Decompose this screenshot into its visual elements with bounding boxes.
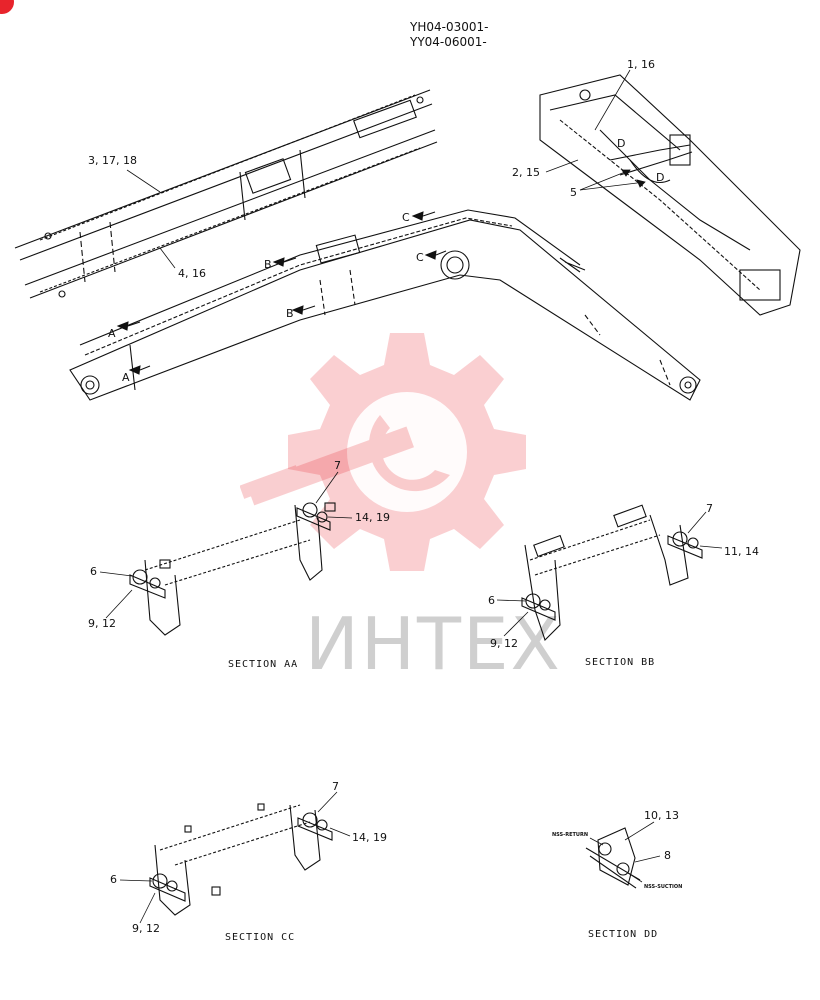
section-marker-d-2: D: [656, 171, 665, 184]
watermark-gear-icon: [240, 333, 526, 571]
aa-callout-9-12: 9, 12: [88, 617, 116, 630]
cc-callout-14-19: 14, 19: [352, 831, 387, 844]
aa-callout-7: 7: [334, 459, 341, 472]
section-marker-b-2: B: [286, 307, 294, 320]
callout-arm-top: 3, 17, 18: [88, 154, 137, 167]
bb-callout-11-14: 11, 14: [724, 545, 759, 558]
bb-callout-7: 7: [706, 502, 713, 515]
hose-label-return: NSS-RETURN: [552, 832, 589, 838]
section-marker-c-1: C: [402, 211, 410, 224]
cc-callout-9-12: 9, 12: [132, 922, 160, 935]
callout-upper-5: 5: [570, 186, 577, 199]
section-marker-a-1: A: [108, 327, 116, 340]
section-aa-caption: SECTION AA: [228, 659, 299, 670]
aa-callout-6: 6: [90, 565, 97, 578]
watermark-text: ИНТЕХ: [305, 602, 562, 686]
dd-callout-10-13: 10, 13: [644, 809, 679, 822]
serial-line-2: YY04-06001-: [410, 35, 487, 49]
hose-label-suction: NSS-SUCTION: [644, 884, 683, 890]
callout-upper-1-16: 1, 16: [627, 58, 655, 71]
cc-callout-7: 7: [332, 780, 339, 793]
section-marker-b-1: B: [264, 258, 272, 271]
section-marker-a-2: A: [122, 371, 130, 384]
callout-arm-bottom: 4, 16: [178, 267, 206, 280]
section-marker-d-1: D: [617, 137, 626, 150]
bb-callout-6: 6: [488, 594, 495, 607]
bb-callout-9-12: 9, 12: [490, 637, 518, 650]
cc-callout-6: 6: [110, 873, 117, 886]
callout-upper-2-15: 2, 15: [512, 166, 540, 179]
section-dd-caption: SECTION DD: [588, 929, 659, 940]
dd-callout-8: 8: [664, 849, 671, 862]
serial-line-1: YH04-03001-: [410, 20, 489, 34]
aa-callout-14-19: 14, 19: [355, 511, 390, 524]
section-cc-caption: SECTION CC: [225, 932, 296, 943]
section-marker-c-2: C: [416, 251, 424, 264]
section-bb-caption: SECTION BB: [585, 657, 656, 668]
